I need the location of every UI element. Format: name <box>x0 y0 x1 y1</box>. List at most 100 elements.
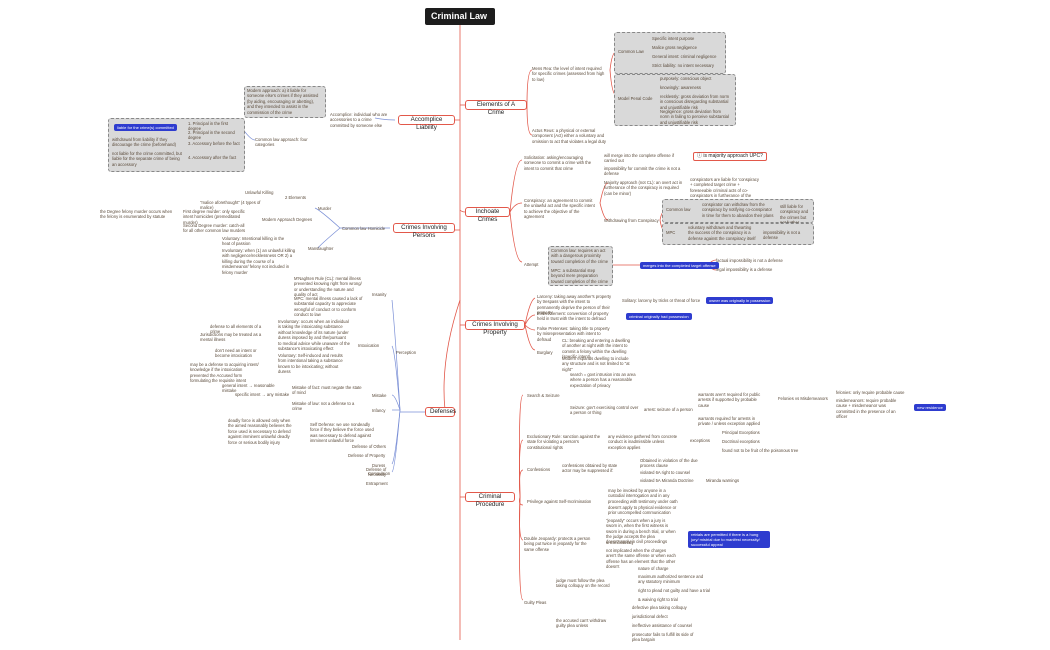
gp-reason: ineffective assistance of counsel <box>632 623 692 628</box>
accomplice-withdrawal: withdrawal from liability if they discou… <box>112 137 177 148</box>
modern-group <box>244 86 326 118</box>
doctrinal-exceptions: Doctrinal exceptions <box>722 439 760 444</box>
dj-highlight[interactable]: retrials are permitted if there is a hun… <box>688 531 770 548</box>
mens-rea-text: Mens Rea: the level of intent required f… <box>532 66 605 82</box>
dj-jeopardy-text: "jeopardy" occurs when a jury is sworn i… <box>606 518 676 545</box>
conspiracy-text: Conspiracy: an agreement to commit the u… <box>524 198 595 220</box>
mpc-item: Negligence: gross deviation from norm in… <box>660 109 729 125</box>
found-not-fruit: found not to be fruit of the poisonous t… <box>722 448 799 453</box>
mpc-item: recklessly: gross deviation from norm in… <box>660 94 730 110</box>
si-may-text: may be invoked by anyone in a custodial … <box>608 488 678 504</box>
gp-reason: defective plea taking colloquy <box>632 605 687 610</box>
factual-imposs: factual impossibility is not a defense <box>716 258 783 263</box>
intoxication-label: Intoxication <box>358 343 380 348</box>
exceptions-text: exceptions <box>690 438 711 443</box>
cl-item: Malice gross negligence <box>652 45 697 50</box>
seizure-text: Seizure: gov't exercising control over a… <box>570 405 639 416</box>
cl-withdraw-label: Common law <box>666 207 691 212</box>
larceny-solitary: Solitary: larceny by tricks or threat of… <box>622 298 701 303</box>
vol-defense-text: defense to all elements of a crime <box>210 324 262 335</box>
dj-not-text: not implicated when the charges aren't t… <box>606 548 676 570</box>
solicitation-merge: will merge into the complete offense if … <box>604 153 674 164</box>
cl-item: Specific intent purpose <box>652 36 695 41</box>
mpc-insanity-text: MPC: mental illness caused a lack of sub… <box>294 296 363 318</box>
branch-elements[interactable]: Elements of A Crime <box>465 100 527 116</box>
common-law-group <box>614 32 726 74</box>
entrapment-text: Entrapment <box>366 481 388 486</box>
mpc-item: knowingly: awareness <box>660 85 701 90</box>
warrant-not-text: warrants aren't required for public arre… <box>698 392 761 408</box>
attempt-text: Attempt <box>524 262 539 267</box>
common-law-label: Common Law <box>618 49 644 54</box>
mistake-label: Mistake <box>372 393 387 398</box>
cat-item: 2. Principal in the second degree <box>188 130 235 141</box>
branch-inchoate[interactable]: Inchoate Crimes <box>465 207 510 223</box>
accomplice-cl-cat: Common law approach: four categories <box>255 137 308 148</box>
merge-highlight[interactable]: merges into the completed target offense <box>640 262 719 269</box>
general-intent-text: general intent → reasonable mistake <box>222 383 275 394</box>
root-title: Criminal Law <box>431 11 488 21</box>
may-be-text: may be a defense to acquiring intent/ kn… <box>190 362 259 384</box>
burglary-cl-text: CL: breaking and entering a dwelling of … <box>562 338 630 360</box>
cl-withdraw-text: conspirator can withdraw from the conspi… <box>702 202 774 218</box>
excl-any-text: any evidence gathered from concrete cond… <box>608 434 678 450</box>
attempt-cl-text: Common law: requires an act with a dange… <box>551 248 609 264</box>
legal-imposs: legal impossibility is a defense <box>716 267 773 272</box>
branch-persons[interactable]: Crimes Involving Persons <box>393 223 455 239</box>
attempt-group <box>548 246 613 286</box>
infancy-label: Infancy <box>372 408 386 413</box>
felony-degree-text: the Degree felony murder occurs when the… <box>100 209 173 220</box>
gp-judge-text: judge must follow the plea taking colloq… <box>556 578 610 589</box>
mpc-item: purposely: conscious object <box>660 76 712 81</box>
root-node[interactable]: Criminal Law ☰ <box>425 8 495 38</box>
mnaghten-text: M'Naghten Rule (CL): mental illness prev… <box>294 276 362 298</box>
unlawful-text: Unlawful Killing <box>245 190 274 195</box>
dj-civil-text: doesn't apply in civil proceedings <box>606 539 668 544</box>
search-text: Search & Seizure <box>527 393 560 398</box>
larceny-highlight[interactable]: owner was originally in possession <box>706 297 774 304</box>
double-jeopardy-text: Double Jeopardy: protects a person being… <box>524 536 591 552</box>
question-node[interactable]: ⓘ is majority approach UPC? <box>693 152 767 161</box>
mpc-imposs-text: impossibility is not a defense <box>763 230 801 241</box>
branch-procedure[interactable]: Criminal Procedure <box>465 492 515 508</box>
voluntary-intox-text: Voluntary: Self-induced and results from… <box>278 353 343 375</box>
si-doesnt-text: doesn't apply to physical evidence or pr… <box>608 505 677 516</box>
confessions-text: Confessions <box>527 467 551 472</box>
branch-accomplice[interactable]: Accomplice Liability <box>398 115 455 131</box>
involuntary-intox-text: Involuntary: occurs when an individual i… <box>278 319 350 352</box>
conf-violated-6: violated 6A right to counsel <box>640 470 691 475</box>
gp-reason: jurisdictional defect <box>632 614 668 619</box>
gp-reason: prosecutor fails to fulfill its side of … <box>632 632 694 643</box>
branch-property[interactable]: Crimes Involving Property <box>465 320 525 336</box>
insanity-label: Insanity <box>372 292 387 297</box>
principal-exceptions: Principal Exceptions <box>722 430 760 435</box>
branch-defenses[interactable]: Defenses <box>425 407 456 417</box>
accomplice-highlight[interactable]: liable for the crime(s) committed <box>114 124 177 131</box>
gp-item: maximum authorized sentence and any stat… <box>638 574 704 585</box>
search-def-text: search = govt intrusion into an area whe… <box>570 372 636 388</box>
cl-item: Strict liability: no intent necessary <box>652 63 714 68</box>
self-defense-text: Self Defense: we use nondeadly force if … <box>310 422 374 444</box>
mpc-withdraw-group <box>662 223 814 245</box>
vol-insanity-text: Jurisdictions may be treated as a mental… <box>200 332 262 343</box>
miranda-text: Miranda warnings <box>706 478 740 483</box>
felony-note: felonies: only require probable cause <box>836 390 905 395</box>
cat-item: 1. Principal in the first degree <box>188 121 229 132</box>
majority-text: Majority approach (not CL): an overt act… <box>604 180 683 196</box>
deadly-force-text: deadly force is allowed only when the ai… <box>228 418 292 445</box>
new-residence-highlight[interactable]: new residence <box>914 404 946 411</box>
solicitation-impossibility: impossibility for commit the crime is no… <box>604 166 681 177</box>
menu-icon: ☰ <box>431 28 440 38</box>
solicitation-text: Solicitation: asking/encouraging someone… <box>524 155 592 171</box>
mpc-withdraw-label: MPC <box>666 230 676 235</box>
warrants-req-text: warrants required for arrests in private… <box>698 416 760 427</box>
conf-obtained: Obtained in violation of the due process… <box>640 458 698 469</box>
embezzle-highlight[interactable]: criminal originally had possession <box>626 313 692 320</box>
voluntary-manslaughter-text: Voluntary: Intentional killing in the he… <box>222 236 285 247</box>
self-incrim-text: Privilege against Self-Incrimination <box>527 499 592 504</box>
second-degree-text: Second Degree murder: catch-all for all … <box>183 223 246 234</box>
accomplice-not-liable: not liable for the crime committed, but … <box>112 151 182 167</box>
malice-text: "malice aforethought" (4 types of malice… <box>200 200 261 211</box>
info-icon: ⓘ <box>697 153 703 159</box>
